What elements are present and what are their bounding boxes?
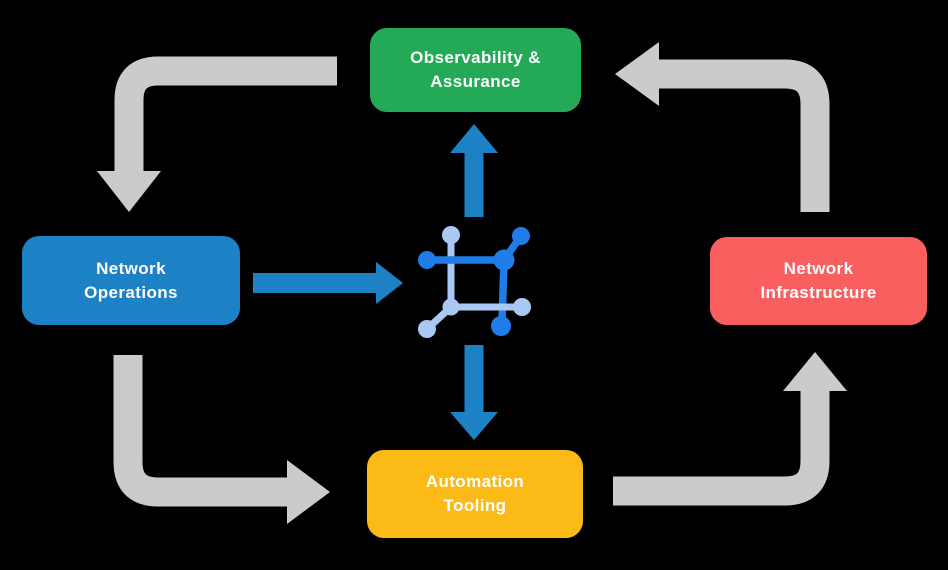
arrow-automation-to-infrastructure [613, 352, 847, 506]
icon-light-top-parts [451, 298, 531, 316]
arrow-center-to-observability [450, 124, 498, 217]
node-label: Observability & Assurance [410, 48, 541, 91]
node-label: Network Operations [84, 258, 178, 302]
arrow-operations-to-center [253, 262, 403, 304]
node-label: Automation Tooling [425, 472, 525, 515]
node-observability-assurance: Observability & Assurance [370, 28, 581, 112]
network-automation-icon [418, 226, 531, 338]
icon-light-parts [418, 226, 460, 338]
arrow-operations-to-automation [113, 355, 330, 524]
node-label: Network Infrastructure [760, 259, 877, 302]
arrow-center-to-automation [450, 345, 498, 440]
icon-dark-parts [418, 227, 530, 336]
node-automation-tooling: Automation Tooling [367, 450, 583, 538]
node-network-infrastructure: Network Infrastructure [710, 237, 927, 325]
arrow-observability-to-operations [97, 56, 337, 212]
node-network-operations: Network Operations [22, 236, 240, 325]
arrow-infrastructure-to-observability [615, 42, 830, 212]
